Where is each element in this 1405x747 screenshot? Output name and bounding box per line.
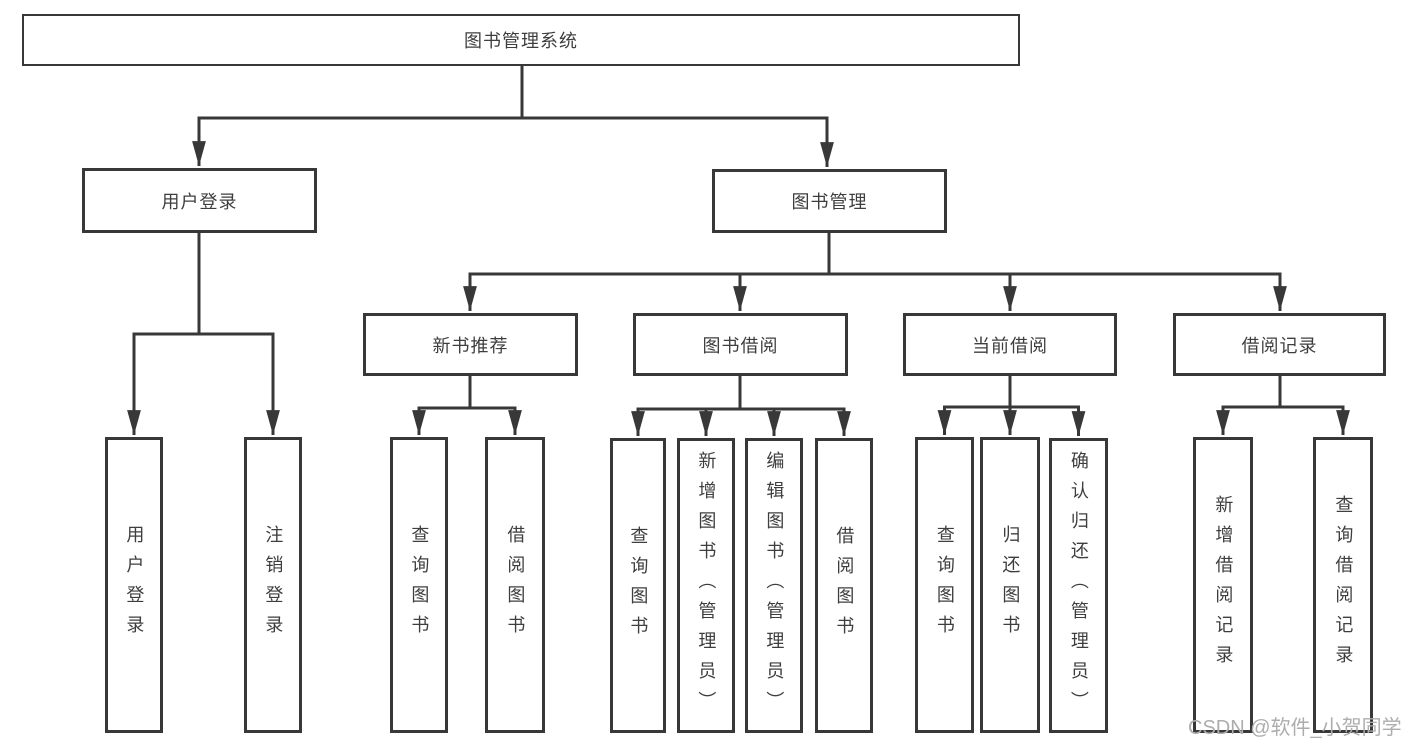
leaf-label: 归还图书 <box>1000 525 1021 645</box>
leaf-user-login: 用户登录 <box>105 437 163 733</box>
leaf-label: 查询图书 <box>409 525 430 645</box>
leaf-query-books-3: 查询图书 <box>915 437 974 733</box>
csdn-watermark: CSDN @软件_小贺同学 <box>1188 717 1402 739</box>
leaf-label: 查询图书 <box>934 525 955 645</box>
leaf-edit-books-admin: 编辑图书（管理员） <box>745 438 803 733</box>
node-root-system: 图书管理系统 <box>22 14 1020 66</box>
leaf-confirm-return-admin: 确认归还（管理员） <box>1049 438 1108 733</box>
wire-book-management-split <box>463 233 1287 311</box>
leaf-borrow-books-1: 借阅图书 <box>485 437 545 733</box>
leaf-query-books-2: 查询图书 <box>610 438 666 733</box>
leaf-query-books-1: 查询图书 <box>390 437 448 733</box>
node-current-borrow: 当前借阅 <box>903 313 1117 376</box>
wire-root-split <box>192 66 834 167</box>
node-new-book-recommend: 新书推荐 <box>363 313 578 376</box>
leaf-borrow-books-2: 借阅图书 <box>815 438 873 733</box>
leaf-add-borrow-record: 新增借阅记录 <box>1193 437 1253 733</box>
node-borrow-records: 借阅记录 <box>1173 313 1386 376</box>
leaf-query-borrow-record: 查询借阅记录 <box>1313 437 1373 733</box>
leaf-label: 编辑图书（管理员） <box>764 450 785 721</box>
leaf-label: 新增图书（管理员） <box>696 450 717 721</box>
leaf-label: 确认归还（管理员） <box>1068 450 1089 721</box>
leaf-label: 注销登录 <box>263 525 284 645</box>
wire-borrow-records-split <box>1216 376 1350 435</box>
leaf-label: 查询借阅记录 <box>1333 495 1354 675</box>
leaf-label: 借阅图书 <box>505 525 526 645</box>
leaf-add-books-admin: 新增图书（管理员） <box>677 438 735 733</box>
leaf-return-books: 归还图书 <box>980 437 1040 733</box>
node-book-management: 图书管理 <box>712 169 947 233</box>
node-book-borrow: 图书借阅 <box>633 313 848 376</box>
leaf-label: 借阅图书 <box>834 525 855 646</box>
wire-user-login-split <box>127 233 280 435</box>
node-user-login: 用户登录 <box>82 168 317 233</box>
leaf-label: 查询图书 <box>628 525 649 646</box>
wire-current-borrow-split <box>937 376 1086 436</box>
wire-new-book-split <box>412 376 522 435</box>
leaf-logout: 注销登录 <box>244 437 302 733</box>
leaf-label: 新增借阅记录 <box>1213 495 1234 675</box>
wire-book-borrow-split <box>631 376 851 436</box>
leaf-label: 用户登录 <box>124 525 145 645</box>
